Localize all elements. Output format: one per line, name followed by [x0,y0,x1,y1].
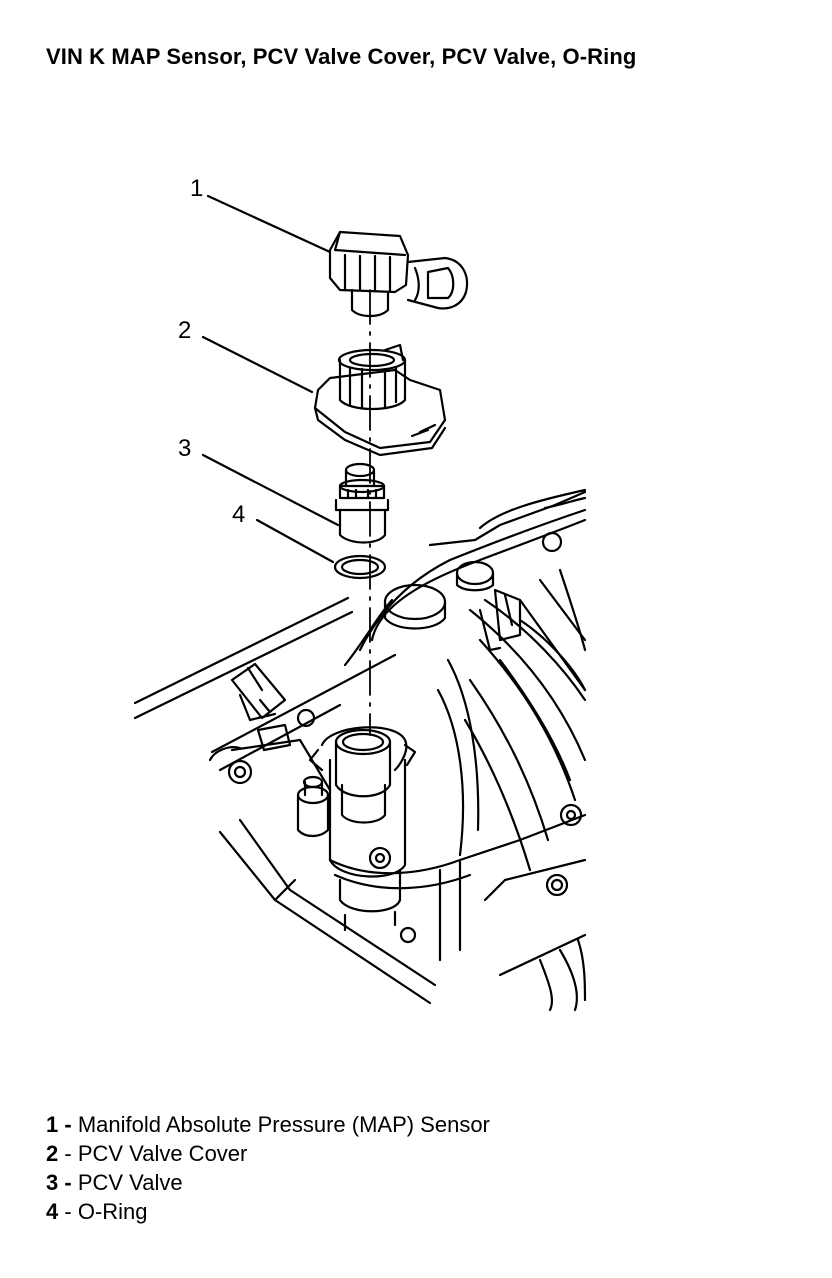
callout-2: 2 [178,317,192,344]
callout-3: 3 [178,435,192,462]
legend-number: 2 [46,1141,59,1166]
pcv-port-opening [334,728,392,824]
legend-item: 1 - Manifold Absolute Pressure (MAP) Sen… [46,1110,490,1139]
legend-number: 4 [46,1199,59,1224]
legend-separator: - [58,1112,72,1137]
leader-line-3 [201,453,340,527]
leader-line-2 [201,335,314,394]
callout-4: 4 [232,501,246,528]
leader-line-4 [255,518,335,564]
legend-label: O-Ring [71,1199,148,1224]
parts-legend: 1 - Manifold Absolute Pressure (MAP) Sen… [46,1110,490,1226]
pcv-valve-cover-drawing [313,343,447,457]
legend-number: 1 [46,1112,59,1137]
intake-manifold-drawing [133,488,587,1012]
legend-number: 3 [46,1170,59,1195]
legend-label: PCV Valve [71,1170,183,1195]
legend-separator: - [58,1199,72,1224]
pcv-valve-drawing [334,462,390,544]
diagram-title: VIN K MAP Sensor, PCV Valve Cover, PCV V… [46,44,637,69]
legend-item: 2 - PCV Valve Cover [46,1139,490,1168]
o-ring-drawing [333,554,387,580]
map-sensor-drawing [328,230,469,318]
legend-label: Manifold Absolute Pressure (MAP) Sensor [71,1112,490,1137]
leader-line-1 [206,194,332,254]
legend-separator: - [58,1141,72,1166]
legend-item: 4 - O-Ring [46,1197,490,1226]
legend-label: PCV Valve Cover [71,1141,248,1166]
legend-item: 3 - PCV Valve [46,1168,490,1197]
callout-1: 1 [190,175,204,202]
legend-separator: - [58,1170,72,1195]
